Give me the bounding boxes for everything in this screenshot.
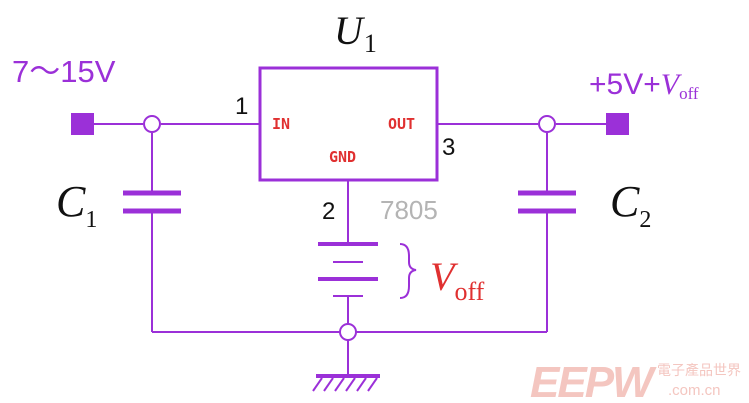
junctions — [143, 115, 556, 341]
eepw-watermark: EEPW 電子產品世界 .com.cn — [530, 358, 741, 403]
watermark-tagline: 電子產品世界 — [657, 362, 741, 379]
pin-1-number: 1 — [235, 93, 248, 120]
regulator-designator: U1 — [334, 8, 377, 58]
output-terminal — [606, 113, 629, 135]
input-voltage-label: 7～15V — [12, 54, 116, 89]
offset-voltage-label: Voff — [430, 254, 485, 306]
c2-label: C2 — [610, 177, 651, 233]
regulator-part-number: 7805 — [380, 195, 438, 225]
input-terminal — [71, 113, 94, 135]
watermark-domain: .com.cn — [668, 382, 721, 399]
wires — [94, 123, 606, 376]
junction-ground — [339, 323, 357, 341]
pin-out-label: OUT — [388, 115, 415, 133]
pin-in-label: IN — [272, 115, 290, 133]
offset-brace — [399, 243, 417, 299]
output-voltage-label: +5V+Voff — [589, 68, 699, 103]
junction-output — [538, 115, 556, 133]
capacitor-c2 — [518, 190, 576, 214]
ground-icon — [312, 374, 380, 392]
offset-source — [318, 242, 378, 297]
c1-label: C1 — [56, 177, 97, 233]
pin-3-number: 3 — [442, 134, 455, 161]
pin-2-number: 2 — [322, 198, 335, 225]
capacitor-c1 — [123, 190, 181, 214]
regulator-ic — [258, 66, 439, 182]
junction-input — [143, 115, 161, 133]
watermark-brand: EEPW — [530, 358, 657, 403]
pin-gnd-label: GND — [329, 148, 356, 166]
